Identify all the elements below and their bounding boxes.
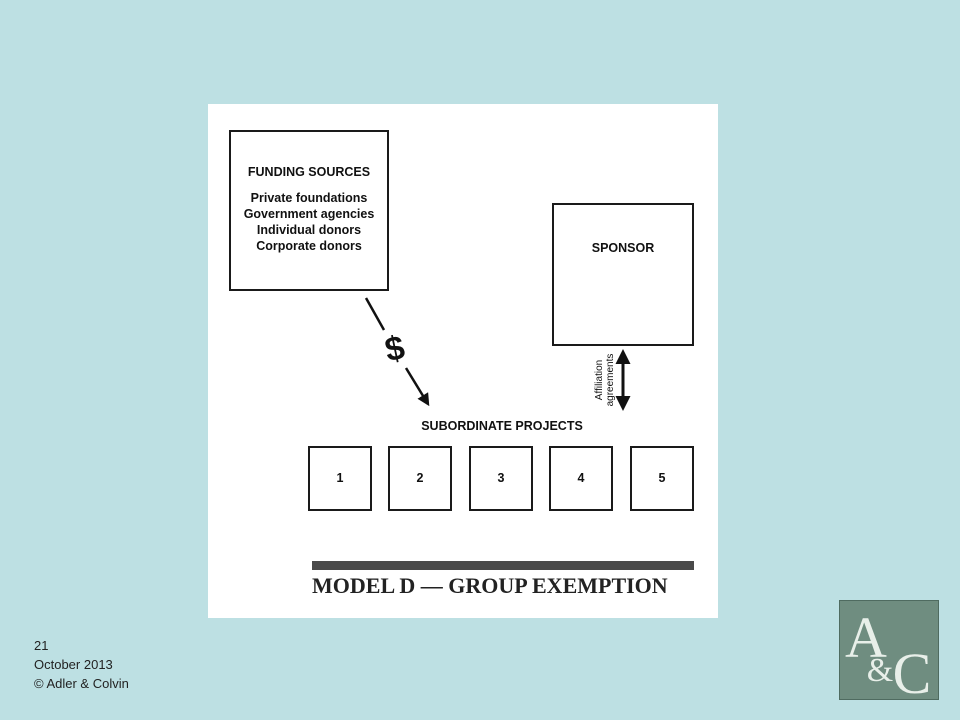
funding-item: Corporate donors	[256, 239, 362, 253]
model-title: MODEL D — GROUP EXEMPTION	[312, 573, 668, 598]
dollar-sign: $	[382, 328, 408, 369]
project-box: 3	[469, 446, 533, 511]
funding-item: Private foundations	[250, 191, 368, 205]
project-label: 4	[577, 471, 585, 485]
sponsor-box: SPONSOR	[552, 203, 694, 346]
funding-arrow-head	[404, 367, 430, 407]
project-label: 5	[658, 471, 666, 485]
project-box: 5	[630, 446, 694, 511]
funding-sources-box: FUNDING SOURCES Private foundations Gove…	[229, 130, 389, 291]
project-label: 3	[497, 471, 505, 485]
slide-footer: 21 October 2013 © Adler & Colvin	[34, 636, 129, 693]
funding-item: Government agencies	[243, 207, 375, 221]
funding-sources-list: Private foundations Government agencies …	[231, 190, 387, 254]
project-box: 2	[388, 446, 452, 511]
subordinate-projects-title: SUBORDINATE PROJECTS	[421, 419, 583, 433]
logo-ampersand: &	[867, 652, 893, 689]
project-box: 1	[308, 446, 372, 511]
funding-sources-title: FUNDING SOURCES	[247, 165, 371, 179]
adler-colvin-logo: A & C	[839, 600, 939, 706]
logo-monogram: A & C	[845, 605, 932, 706]
funding-arrow-upper	[364, 297, 386, 331]
copyright: © Adler & Colvin	[34, 676, 129, 691]
logo-letter-a: A	[845, 605, 887, 670]
project-box: 4	[549, 446, 613, 511]
logo-letter-c: C	[893, 641, 932, 699]
sponsor-title: SPONSOR	[591, 241, 655, 255]
slide-date: October 2013	[34, 657, 113, 672]
funding-item: Individual donors	[256, 223, 362, 237]
diagram-panel: FUNDING SOURCES Private foundations Gove…	[208, 104, 718, 618]
diagram-arrows: $	[364, 297, 631, 411]
project-label: 1	[336, 471, 344, 485]
slide-number: 21	[34, 638, 49, 653]
title-rule	[312, 561, 694, 570]
project-label: 2	[416, 471, 424, 485]
